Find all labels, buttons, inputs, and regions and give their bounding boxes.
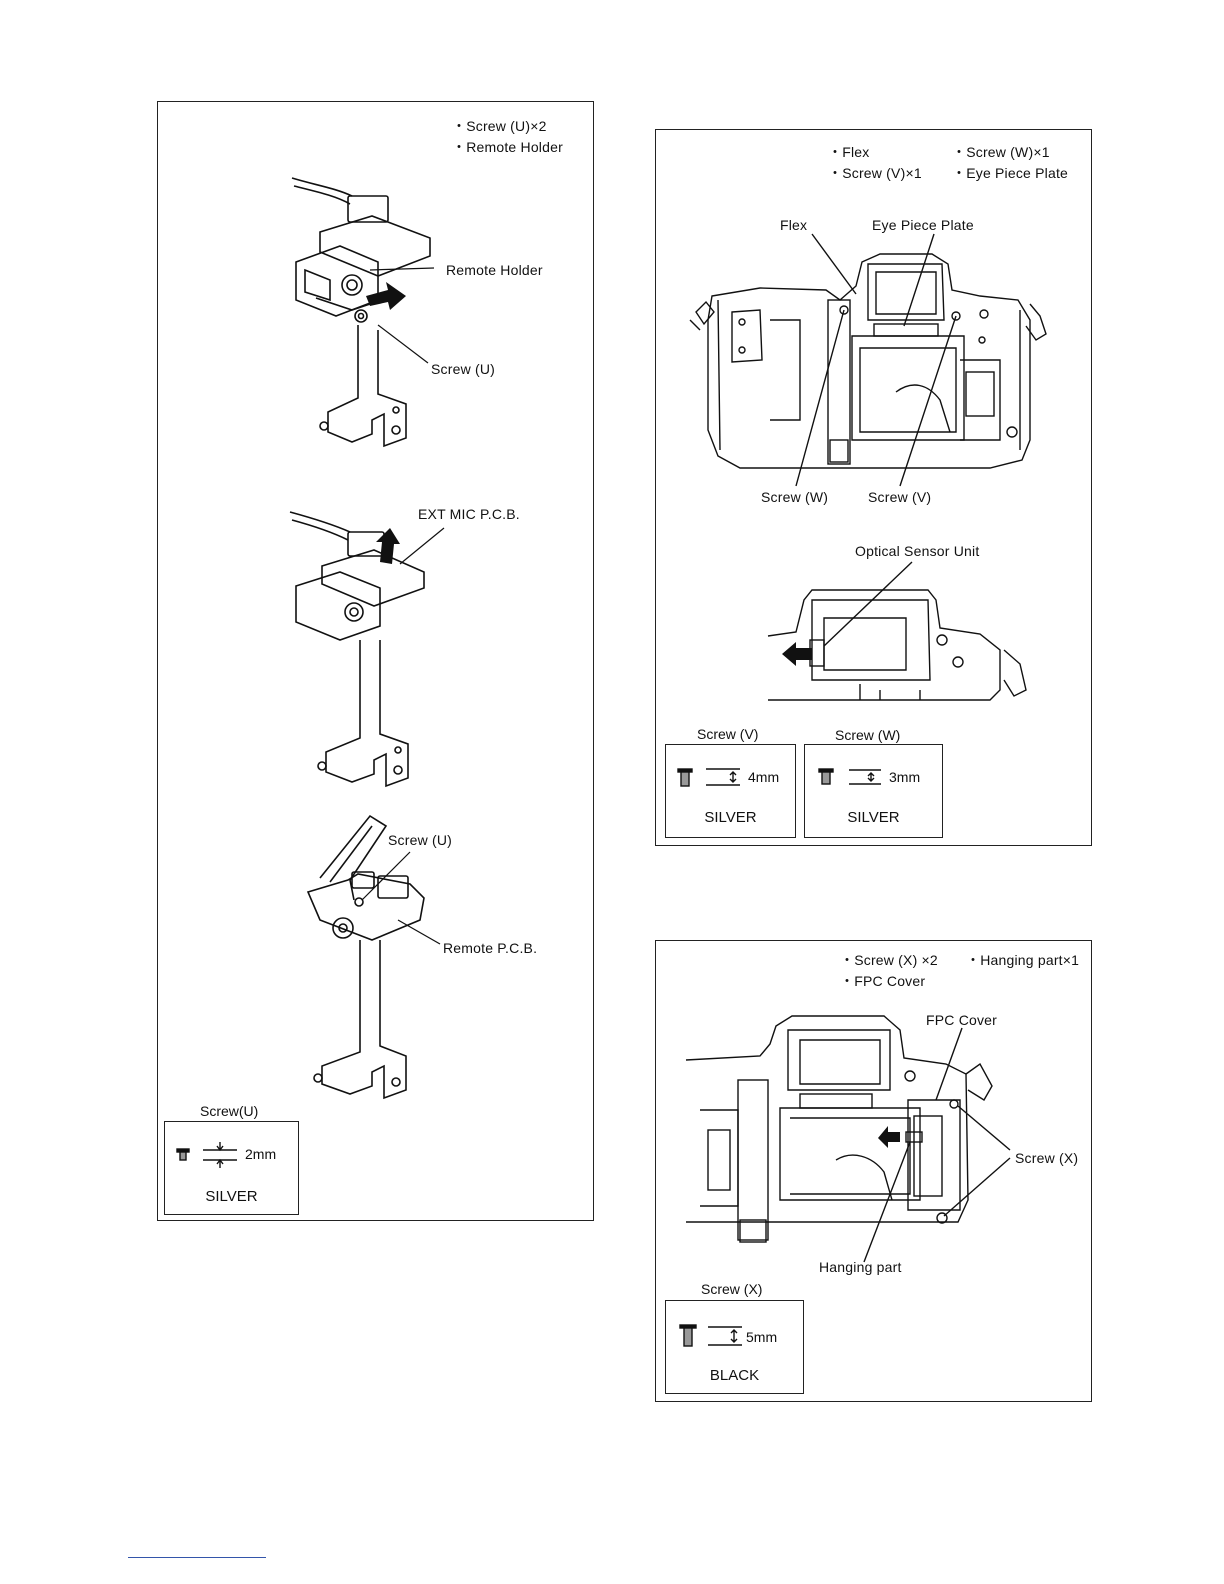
ext-mic-pcb-drawing — [289, 511, 425, 788]
label-flex: Flex — [780, 217, 808, 233]
optical-sensor-arrow-icon — [782, 642, 812, 666]
label-ext-mic-pcb: EXT MIC P.C.B. — [418, 506, 520, 522]
tr-step-eye-piece: ・Eye Piece Plate — [952, 165, 1069, 181]
spec-w-size: 3mm — [889, 769, 921, 785]
spec-box-screw-w: 3mm SILVER — [804, 744, 943, 838]
label-screw-w: Screw (W) — [761, 489, 829, 505]
spec-v-size: 4mm — [748, 769, 780, 785]
spec-v-title: Screw (V) — [697, 726, 759, 742]
screw-icon — [176, 1142, 237, 1168]
slide-arrow-icon — [366, 282, 406, 310]
label-screw-v: Screw (V) — [868, 489, 932, 505]
spec-box-screw-x: 5mm BLACK — [665, 1300, 804, 1394]
left-step-2: ・Remote Holder — [452, 139, 563, 155]
spec-w-title: Screw (W) — [835, 727, 901, 743]
label-eye-piece-plate: Eye Piece Plate — [872, 217, 974, 233]
label-remote-holder: Remote Holder — [446, 262, 543, 278]
spec-u-color: SILVER — [205, 1188, 258, 1205]
spec-u-size: 2mm — [245, 1146, 277, 1162]
lift-arrow-icon — [376, 528, 400, 564]
spec-x-color: BLACK — [709, 1367, 760, 1384]
spec-v-color: SILVER — [704, 809, 757, 826]
spec-box-screw-u: 2mm SILVER — [164, 1121, 299, 1215]
camera-body-fpc-drawing — [685, 1015, 993, 1243]
spec-x-size: 5mm — [746, 1329, 778, 1345]
spec-w-color: SILVER — [847, 809, 900, 826]
br-step-screw-x: ・Screw (X) ×2 — [840, 952, 938, 968]
label-optical-sensor-unit: Optical Sensor Unit — [855, 543, 980, 559]
screw-icon — [677, 768, 740, 787]
tr-step-screw-w: ・Screw (W)×1 — [952, 144, 1050, 160]
label-fpc-cover: FPC Cover — [926, 1012, 998, 1028]
tr-step-flex: ・Flex — [828, 144, 870, 160]
screw-icon — [818, 768, 881, 785]
tr-step-screw-v: ・Screw (V)×1 — [828, 165, 922, 181]
left-procedure-panel — [157, 101, 594, 1221]
spec-box-screw-v: 4mm SILVER — [665, 744, 796, 838]
br-step-hanging-part: ・Hanging part×1 — [966, 952, 1080, 968]
label-screw-u-fig3: Screw (U) — [388, 832, 453, 848]
left-step-1: ・Screw (U)×2 — [452, 118, 547, 134]
spec-x-title: Screw (X) — [701, 1281, 763, 1297]
label-screw-u-fig1: Screw (U) — [431, 361, 496, 377]
camera-body-rear-drawing — [689, 253, 1047, 469]
remote-pcb-drawing — [306, 814, 425, 1100]
hanging-part-arrow-icon — [878, 1126, 900, 1148]
label-screw-x: Screw (X) — [1015, 1150, 1079, 1166]
top-right-procedure-panel — [655, 129, 1092, 846]
spec-u-title: Screw(U) — [200, 1103, 259, 1119]
label-hanging-part: Hanging part — [819, 1259, 902, 1275]
footer-rule — [128, 1557, 266, 1558]
br-step-fpc-cover: ・FPC Cover — [840, 973, 926, 989]
screw-icon — [679, 1324, 742, 1347]
label-remote-pcb: Remote P.C.B. — [443, 940, 538, 956]
